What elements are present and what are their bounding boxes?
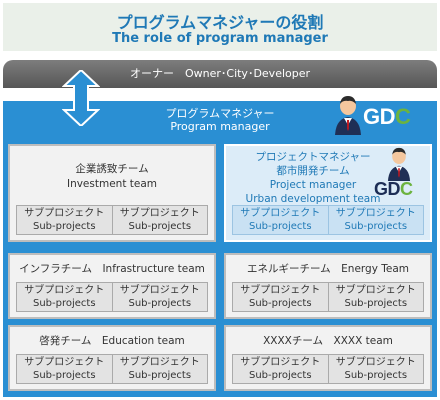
sub-project-jp: サブプロジェクト	[335, 285, 416, 296]
title-english: The role of program manager	[112, 31, 328, 46]
sub-project-en: Sub-projects	[32, 370, 96, 381]
sub-project-box: サブプロジェクト Sub-projects	[232, 282, 329, 312]
team-title-line: Urban development team	[245, 193, 381, 205]
sub-project-box: サブプロジェクト Sub-projects	[328, 354, 424, 384]
program-manager-panel: プログラムマネジャー Program manager GDC 企業誘致チーム I…	[3, 96, 437, 397]
sub-project-jp: サブプロジェクト	[24, 208, 105, 219]
gdc-logo-header-text: GDC	[363, 104, 411, 129]
sub-projects-row: サブプロジェクト Sub-projects サブプロジェクト Sub-proje…	[232, 354, 424, 384]
title-japanese: プログラムマネジャーの役割	[116, 13, 324, 32]
sub-project-en: Sub-projects	[344, 221, 408, 232]
program-manager-label-en: Program manager	[170, 120, 270, 133]
sub-projects-row: サブプロジェクト Sub-projects サブプロジェクト Sub-proje…	[16, 282, 208, 312]
sub-project-en: Sub-projects	[32, 221, 96, 232]
sub-project-box: サブプロジェクト Sub-projects	[112, 205, 208, 235]
gdc-logo-team-text: GDC	[374, 179, 413, 199]
sub-project-en: Sub-projects	[128, 298, 192, 309]
bidirectional-arrow-icon	[62, 70, 100, 126]
program-manager-label-jp: プログラムマネジャー	[165, 107, 275, 120]
team-title: エネルギーチーム Energy Team	[246, 263, 410, 275]
sub-project-jp: サブプロジェクト	[119, 208, 200, 219]
team-urban-development: プロジェクトマネジャー 都市開発チーム Project manager Urba…	[224, 144, 432, 242]
team-education: 啓発チーム Education team サブプロジェクト Sub-projec…	[8, 325, 216, 391]
sub-projects-row: サブプロジェクト Sub-projects サブプロジェクト Sub-proje…	[16, 205, 208, 235]
sub-project-en: Sub-projects	[32, 298, 96, 309]
sub-project-box: サブプロジェクト Sub-projects	[112, 282, 208, 312]
sub-project-en: Sub-projects	[128, 370, 192, 381]
sub-project-jp: サブプロジェクト	[24, 357, 105, 368]
team-investment: 企業誘致チーム Investment team サブプロジェクト Sub-pro…	[8, 144, 216, 242]
sub-project-box: サブプロジェクト Sub-projects	[328, 205, 424, 235]
team-title-en: Investment team	[66, 178, 158, 190]
team-infrastructure: インフラチーム Infrastructure team サブプロジェクト Sub…	[8, 253, 216, 319]
team-title-line: 都市開発チーム	[276, 165, 350, 177]
sub-project-jp: サブプロジェクト	[119, 285, 200, 296]
sub-project-box: サブプロジェクト Sub-projects	[16, 354, 113, 384]
sub-project-box: サブプロジェクト Sub-projects	[16, 282, 113, 312]
manager-person-icon	[335, 96, 361, 135]
team-title: プロジェクトマネジャー 都市開発チーム Project manager Urba…	[236, 150, 390, 206]
sub-project-jp: サブプロジェクト	[240, 208, 321, 219]
sub-project-en: Sub-projects	[248, 221, 312, 232]
sub-project-jp: サブプロジェクト	[335, 208, 416, 219]
sub-project-box: サブプロジェクト Sub-projects	[112, 354, 208, 384]
sub-project-jp: サブプロジェクト	[240, 357, 321, 368]
program-manager-header: プログラムマネジャー Program manager	[3, 101, 437, 139]
team-energy: エネルギーチーム Energy Team サブプロジェクト Sub-projec…	[224, 253, 432, 319]
gdc-logo-team: GDC	[374, 179, 413, 200]
project-manager-person-icon	[387, 147, 411, 181]
team-title: 啓発チーム Education team	[39, 335, 185, 347]
team-title-line: プロジェクトマネジャー	[255, 151, 371, 163]
owner-label: オーナー Owner･City･Developer	[129, 67, 311, 80]
team-xxxx: XXXXチーム XXXX team サブプロジェクト Sub-projects …	[224, 325, 432, 391]
team-title-line: Project manager	[269, 179, 357, 191]
sub-project-box: サブプロジェクト Sub-projects	[232, 205, 329, 235]
sub-project-box: サブプロジェクト Sub-projects	[232, 354, 329, 384]
sub-projects-row: サブプロジェクト Sub-projects サブプロジェクト Sub-proje…	[16, 354, 208, 384]
sub-project-en: Sub-projects	[248, 370, 312, 381]
gdc-logo-header: GDC	[363, 104, 411, 130]
sub-project-box: サブプロジェクト Sub-projects	[328, 282, 424, 312]
team-title: 企業誘致チーム Investment team	[10, 162, 214, 192]
team-title: XXXXチーム XXXX team	[263, 335, 393, 347]
sub-project-jp: サブプロジェクト	[335, 357, 416, 368]
sub-project-jp: サブプロジェクト	[24, 285, 105, 296]
sub-project-box: サブプロジェクト Sub-projects	[16, 205, 113, 235]
title-box: プログラムマネジャーの役割 The role of program manage…	[3, 3, 437, 51]
team-title-jp: 企業誘致チーム	[75, 163, 149, 175]
sub-project-jp: サブプロジェクト	[119, 357, 200, 368]
team-title: インフラチーム Infrastructure team	[19, 263, 205, 275]
sub-projects-row: サブプロジェクト Sub-projects サブプロジェクト Sub-proje…	[232, 282, 424, 312]
sub-project-jp: サブプロジェクト	[240, 285, 321, 296]
sub-project-en: Sub-projects	[128, 221, 192, 232]
sub-project-en: Sub-projects	[344, 298, 408, 309]
sub-project-en: Sub-projects	[344, 370, 408, 381]
sub-projects-row: サブプロジェクト Sub-projects サブプロジェクト Sub-proje…	[232, 205, 424, 235]
sub-project-en: Sub-projects	[248, 298, 312, 309]
